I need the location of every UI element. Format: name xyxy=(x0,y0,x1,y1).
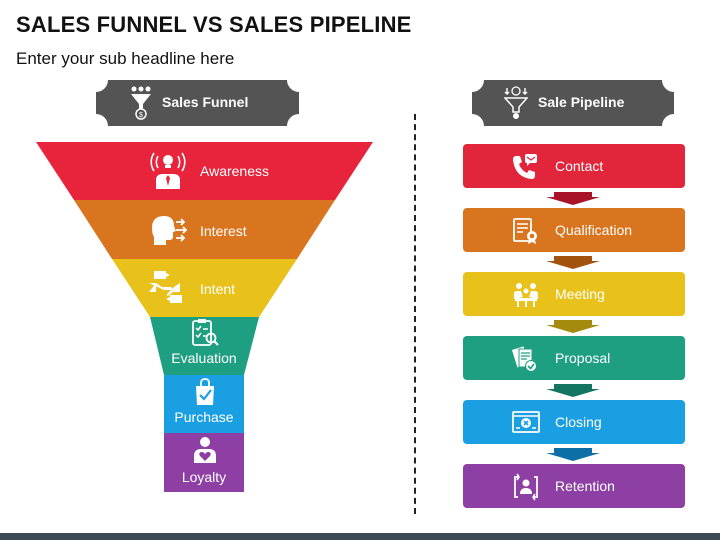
pipeline-funnel-icon xyxy=(504,86,528,119)
pipeline-stage-meeting: Meeting xyxy=(463,272,685,316)
funnel-stage-awareness xyxy=(36,142,373,200)
person-lightbulb-icon xyxy=(150,152,186,189)
funnel-stage-label: Purchase xyxy=(174,409,234,425)
person-cycle-icon xyxy=(511,473,541,506)
pipeline-stage-label: Retention xyxy=(555,478,615,494)
clipboard-check-icon xyxy=(192,319,219,346)
person-heart-icon xyxy=(194,437,216,463)
funnel-stage-label: Loyalty xyxy=(181,469,227,485)
pipeline-stage-retention: Retention xyxy=(463,464,685,508)
down-arrow-icon xyxy=(540,192,606,211)
pipeline-stage-label: Meeting xyxy=(555,286,605,302)
pipeline-stage-proposal: Proposal xyxy=(463,336,685,380)
down-arrow-icon xyxy=(540,384,606,403)
pipeline-stage-qualification: Qualification xyxy=(463,208,685,252)
pipeline-stage-label: Closing xyxy=(555,414,602,430)
phone-chat-icon xyxy=(511,153,539,186)
funnel-stage-label: Interest xyxy=(200,223,247,239)
down-arrow-icon xyxy=(540,448,606,467)
certificate-icon xyxy=(511,217,539,250)
page-subtitle: Enter your sub headline here xyxy=(16,49,235,68)
funnel-stage-label: Awareness xyxy=(200,163,270,179)
dashed-divider xyxy=(414,114,416,514)
down-arrow-icon xyxy=(540,256,606,275)
pipeline-stage-label: Proposal xyxy=(555,350,611,366)
header-badge-shape xyxy=(472,80,674,126)
sale-pipeline-header-label: Sale Pipeline xyxy=(538,94,625,110)
funnel-stage-label: Evaluation xyxy=(171,350,237,366)
down-arrow-icon xyxy=(540,320,606,339)
head-arrows-icon xyxy=(152,216,188,245)
funnel-stage-interest xyxy=(74,200,335,259)
documents-check-icon xyxy=(511,345,539,378)
header-badge-shape xyxy=(96,80,299,126)
pipeline-stage-closing: Closing xyxy=(463,400,685,444)
svg-text:$: $ xyxy=(139,112,143,119)
handshake-icon xyxy=(149,271,187,303)
pipeline-stage-contact: Contact xyxy=(463,144,685,188)
pipeline-stage-label: Qualification xyxy=(555,222,633,238)
pipeline-stage-label: Contact xyxy=(555,158,604,174)
page-title: SALES FUNNEL VS SALES PIPELINE xyxy=(16,12,412,37)
sales-funnel-header-label: Sales Funnel xyxy=(162,94,249,110)
funnel-stage-label: Intent xyxy=(200,281,236,297)
footer-bar xyxy=(0,533,720,540)
funnel-stage-evaluation xyxy=(150,317,259,375)
sale-pipeline-header: Sale Pipeline xyxy=(472,80,674,126)
browser-close-icon xyxy=(511,409,541,440)
meeting-icon xyxy=(511,281,541,314)
funnel-money-icon: $ xyxy=(131,86,151,120)
sales-funnel-header: $ Sales Funnel xyxy=(96,80,299,126)
shopping-bag-icon xyxy=(196,378,214,405)
